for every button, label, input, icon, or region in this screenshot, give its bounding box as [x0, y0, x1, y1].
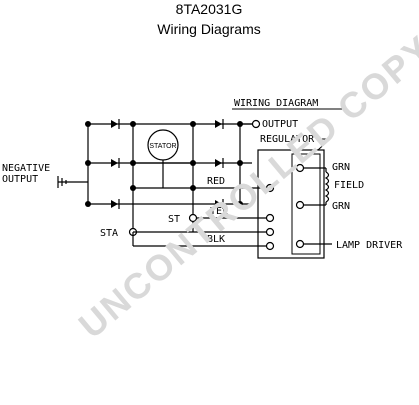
negative-output-label-line2: OUTPUT [2, 174, 38, 185]
uncontrolled-copy-watermark: UNCONTROLLED COPY [71, 27, 419, 346]
rectifier-bridge [85, 119, 252, 232]
diode-symbol [215, 199, 224, 209]
terminal [295, 239, 305, 249]
diode-symbol [215, 119, 224, 129]
grn-top-label: GRN [332, 162, 350, 173]
field-label: FIELD [334, 180, 364, 191]
diagram-subtitle: Wiring Diagrams [157, 21, 260, 37]
junction-dot [130, 121, 136, 127]
terminal [295, 163, 305, 173]
stator-symbol [147, 129, 179, 161]
stator: STATOR [133, 129, 193, 189]
diode-symbol [111, 158, 120, 168]
regulator-box [257, 149, 325, 259]
output-terminal [251, 119, 261, 129]
junction-dot [237, 160, 243, 166]
junction-dot [85, 201, 91, 207]
terminal [265, 227, 275, 237]
terminal [265, 241, 275, 251]
positive-output: OUTPUT [240, 119, 298, 130]
junction-dot [190, 121, 196, 127]
part-number-title: 8TA2031G [176, 1, 243, 17]
field-coil-icon [324, 171, 330, 203]
diode-symbol [215, 158, 224, 168]
grn-bottom-label: GRN [332, 201, 350, 212]
negative-output-label-line1: NEGATIVE [2, 163, 50, 174]
junction-dot [85, 160, 91, 166]
output-label: OUTPUT [262, 119, 298, 130]
field-winding: GRN FIELD GRN [304, 162, 364, 212]
wiring-diagram-heading: WIRING DIAGRAM [234, 98, 318, 109]
st-label: ST [168, 214, 180, 225]
diode-symbol [111, 199, 120, 209]
junction-dot [85, 121, 91, 127]
negative-output: NEGATIVE OUTPUT [2, 163, 88, 188]
regulator-label: REGULATOR [260, 134, 315, 145]
terminal [265, 213, 275, 223]
blk-label: BLK [207, 234, 225, 245]
junction-dot [237, 201, 243, 207]
yel-label: YEL [210, 206, 228, 217]
st-terminal [188, 213, 198, 223]
sta-label: STA [100, 228, 118, 239]
diode-symbol [111, 119, 120, 129]
lamp-driver-label: LAMP DRIVER [336, 240, 403, 251]
stator-label: STATOR [149, 143, 176, 150]
red-wire-label: RED [207, 176, 225, 187]
terminal [265, 183, 275, 193]
terminal [295, 200, 305, 210]
